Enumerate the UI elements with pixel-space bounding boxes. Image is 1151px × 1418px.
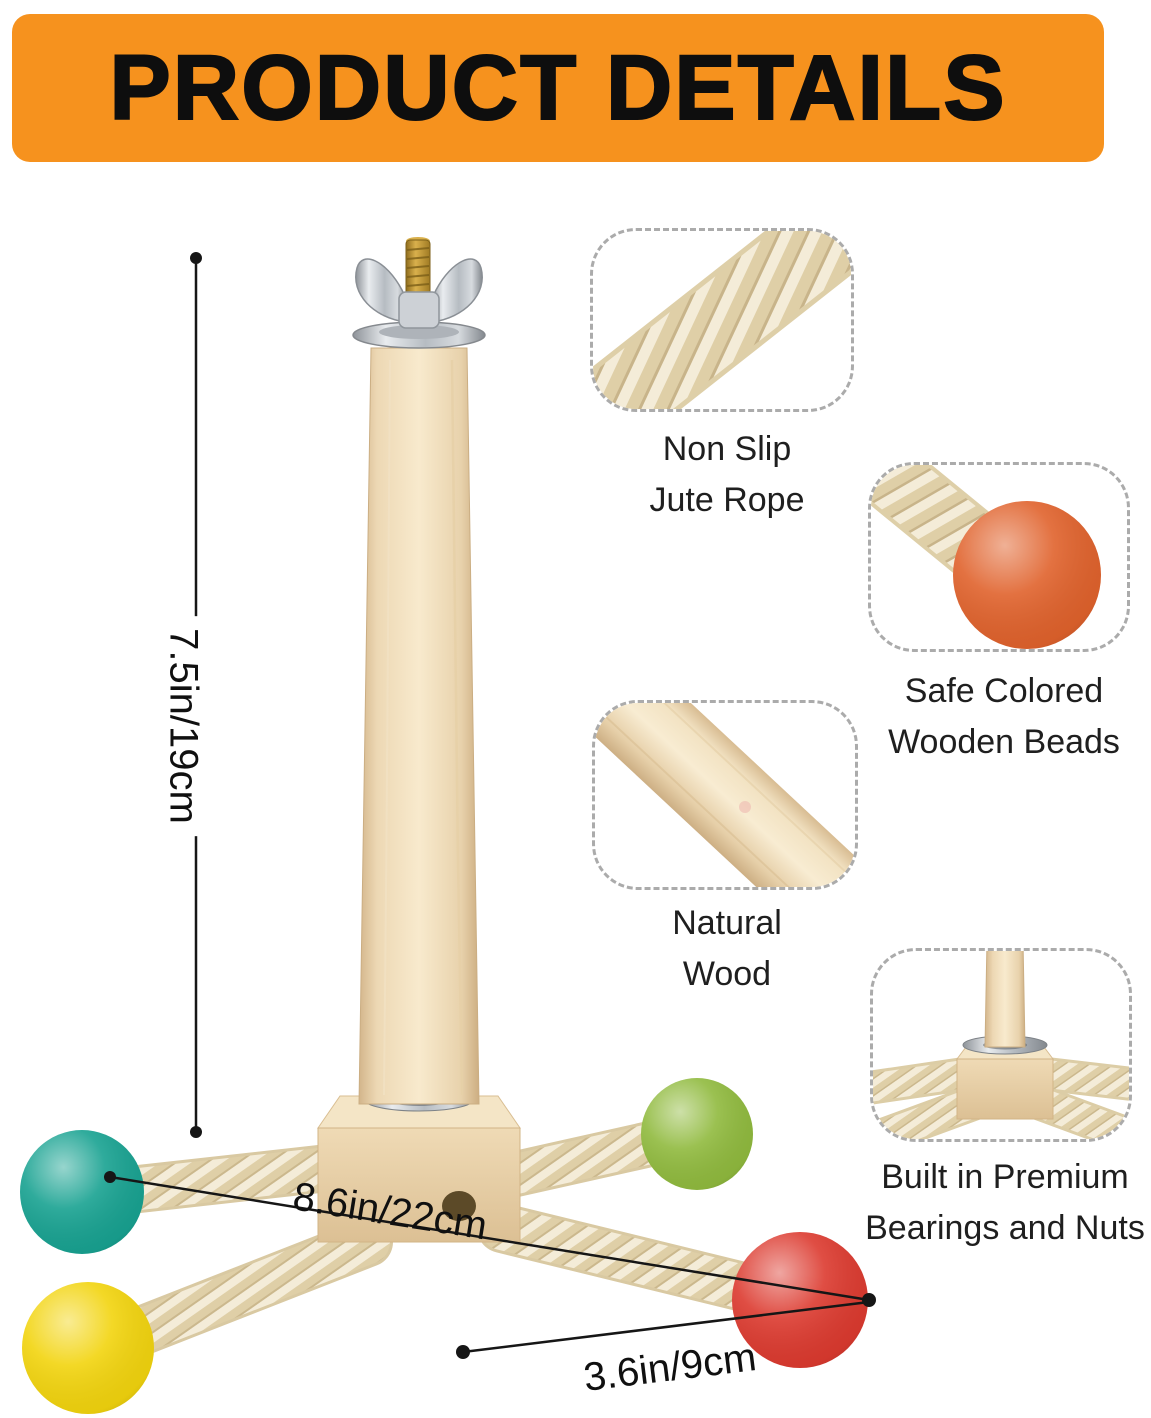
natural-wood-closeup xyxy=(595,703,855,887)
callout-label-line: Non Slip xyxy=(662,430,792,468)
callout-label-jute-rope: Non Slip Jute Rope xyxy=(577,424,877,526)
jute-rope-closeup xyxy=(593,231,851,409)
wood-post xyxy=(358,347,480,1105)
callout-label-line: Built in Premium xyxy=(881,1158,1129,1196)
callout-label-line: Jute Rope xyxy=(649,481,805,519)
bead-teal xyxy=(20,1130,144,1254)
arm-dimension-line xyxy=(462,1300,870,1354)
callout-label-line: Bearings and Nuts xyxy=(865,1209,1145,1247)
wing-nut-hub xyxy=(398,291,440,329)
callout-label-natural-wood: Natural Wood xyxy=(577,898,877,1000)
header-banner: PRODUCT DETAILS xyxy=(12,14,1104,162)
callout-wooden-beads xyxy=(868,462,1130,652)
callout-bearings xyxy=(870,948,1132,1142)
callout-label-line: Natural xyxy=(672,904,782,942)
bead-yellow xyxy=(22,1282,154,1414)
rope-arms xyxy=(88,1117,797,1365)
base-dimension-line xyxy=(109,1175,870,1302)
wing-nut-assembly xyxy=(352,237,486,349)
bearings-closeup xyxy=(873,951,1129,1139)
callout-label-wooden-beads: Safe Colored Wooden Beads xyxy=(844,666,1151,768)
bead-green xyxy=(641,1078,753,1190)
wooden-bead-closeup xyxy=(871,465,1101,649)
callout-label-line: Safe Colored xyxy=(904,672,1104,710)
page-title: PRODUCT DETAILS xyxy=(108,36,1007,140)
rope-hole xyxy=(442,1191,476,1221)
callout-label-line: Wooden Beads xyxy=(888,723,1120,761)
callout-label-bearings: Built in Premium Bearings and Nuts xyxy=(835,1152,1151,1254)
bead-red xyxy=(732,1232,868,1368)
callout-jute-rope xyxy=(590,228,854,412)
callout-natural-wood xyxy=(592,700,858,890)
dimension-height-label: 7.5in/19cm xyxy=(154,616,212,836)
callout-label-line: Wood xyxy=(682,955,772,993)
